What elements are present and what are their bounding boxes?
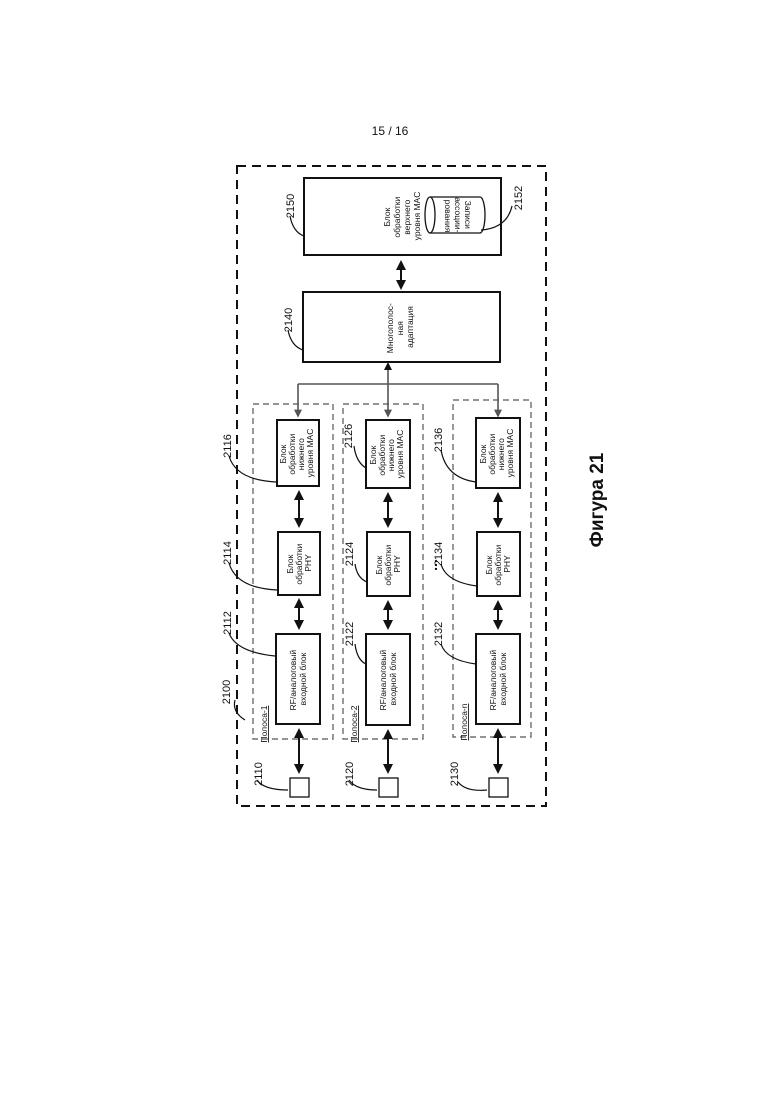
rf-2-ref: 2122 [344,622,356,646]
adaptation-label-line: Многополос- [385,303,395,353]
rf-n-label-line: входной блок [498,652,508,705]
phy-1-ref: 2114 [222,541,234,565]
rf-n-ref: 2132 [433,622,445,646]
rf-1-label-line: RF/аналоговый [288,650,298,711]
records-label-line: рования [443,200,453,233]
rf-1-label-line: входной блок [298,652,308,705]
band-1-label: Полоса-1 [259,705,269,742]
figure-caption-text: Фигура 21 [587,453,609,548]
lower-mac-n-ref: 2136 [433,428,445,452]
rf-n-label-line: RF/аналоговый [488,650,498,711]
lower-mac-n-label-line: уровня MAC [505,429,515,478]
antenna-1 [290,778,309,797]
rf-2-label-line: входной блок [388,652,398,705]
adaptation-label-line: адаптация [405,306,415,348]
phy-2-label-line: PHY [392,555,402,573]
figure-caption: Фигура 21 [583,410,613,590]
records-label: Записи ассоции- рования [443,197,473,235]
rf-1-label: RF/аналоговый входной блок [288,647,308,710]
phy-1-label-line: PHY [303,554,313,572]
records-label-line: Записи [463,201,473,229]
adaptation-ref: 2140 [283,308,295,332]
upper-mac-label-line: обработки [392,197,402,238]
device-ref: 2100 [221,680,233,704]
upper-mac-label-line: Блок [382,207,392,226]
antenna-n [489,778,508,797]
rf-2-label: RF/аналоговый входной блок [378,647,398,710]
antenna-2-ref: 2120 [344,762,356,786]
lower-mac-1-label-line: уровня MAC [305,429,315,478]
upper-mac-label-line: уровня MAC [412,192,422,241]
rf-2-label-line: RF/аналоговый [378,650,388,711]
upper-mac-ref: 2150 [285,194,297,218]
upper-mac-label-line: верхнего [402,199,412,234]
lower-mac-1-ref: 2116 [222,434,234,458]
lower-mac-2-label-line: уровня MAC [395,430,405,479]
phy-n-label-line: PHY [502,555,512,573]
rf-1-ref: 2112 [222,611,234,635]
records-ref: 2152 [513,186,525,210]
antenna-2 [379,778,398,797]
band-2-label: Полоса-2 [349,705,359,742]
bus-arrow-to-adaptation [384,362,392,370]
phy-2-ref: 2124 [344,542,356,566]
rf-n-label: RF/аналоговый входной блок [488,647,508,710]
records-label-line: ассоции- [453,197,463,232]
band-n-label: Полоса-n [459,703,469,740]
lower-mac-2-ref: 2126 [343,424,355,448]
adaptation-label-line: ная [395,321,405,335]
phy-n-ref: 2134 [433,542,445,566]
